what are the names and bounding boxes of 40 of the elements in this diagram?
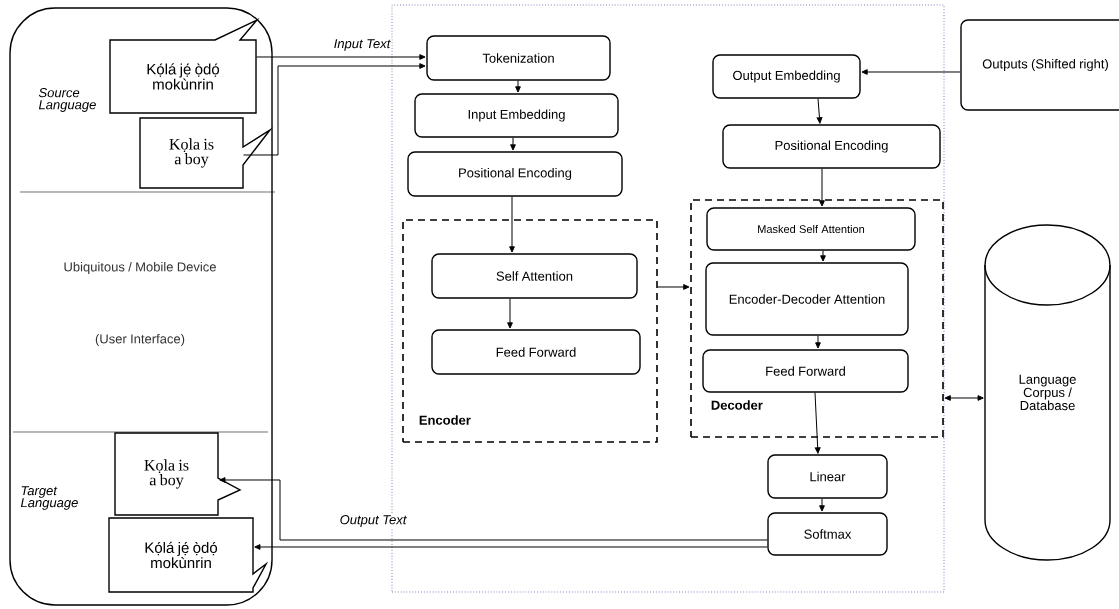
process-box: Positional Encoding (407, 151, 623, 197)
arrow (219, 477, 768, 541)
speech-bubble: Kọ́lá jẹ́ ọ̀dọ́ mokùnrin (109, 17, 260, 114)
node-label: Language Corpus / Database (1019, 374, 1076, 411)
process-box: Linear (767, 454, 888, 499)
arrow (507, 298, 513, 329)
arrow (819, 498, 825, 512)
database-cylinder: Language Corpus / Database (984, 224, 1111, 561)
process-box: Self Attention (431, 253, 638, 299)
arrow (816, 98, 823, 124)
arrow (510, 137, 516, 151)
arrow (657, 284, 690, 290)
arrow (254, 544, 768, 550)
process-box: Outputs (Shifted right) (960, 19, 1119, 111)
process-box: Encoder-Decoder Attention (705, 262, 909, 336)
arrow (515, 80, 521, 93)
process-box: Positional Encoding (722, 124, 941, 169)
process-box: Softmax (767, 512, 888, 556)
process-box: Feed Forward (431, 329, 641, 375)
arrow (243, 63, 426, 156)
process-box: Tokenization (426, 35, 611, 81)
speech-bubble: Kọla is a boy (114, 432, 242, 516)
process-box: Feed Forward (702, 349, 909, 393)
section-label: Target Language (20, 486, 78, 510)
speech-bubble: Kọla is a boy (139, 117, 273, 189)
arrow (819, 168, 825, 207)
arrow (814, 392, 821, 454)
arrow (509, 196, 515, 253)
arrow (256, 54, 426, 60)
arrow (820, 250, 826, 262)
process-box: Input Embedding (414, 93, 619, 138)
arrow (944, 395, 984, 401)
arrow (861, 69, 961, 75)
arrow (815, 335, 821, 349)
edge-label: Input Text (332, 38, 392, 52)
process-box: Masked Self Attention (706, 207, 916, 251)
speech-bubble: Kọ́lá jẹ́ ọ̀dọ́ mokùnrin (108, 517, 269, 593)
section-label: Source Language (38, 88, 96, 112)
edge-label: Output Text (338, 514, 408, 528)
process-box: Output Embedding (712, 54, 861, 99)
